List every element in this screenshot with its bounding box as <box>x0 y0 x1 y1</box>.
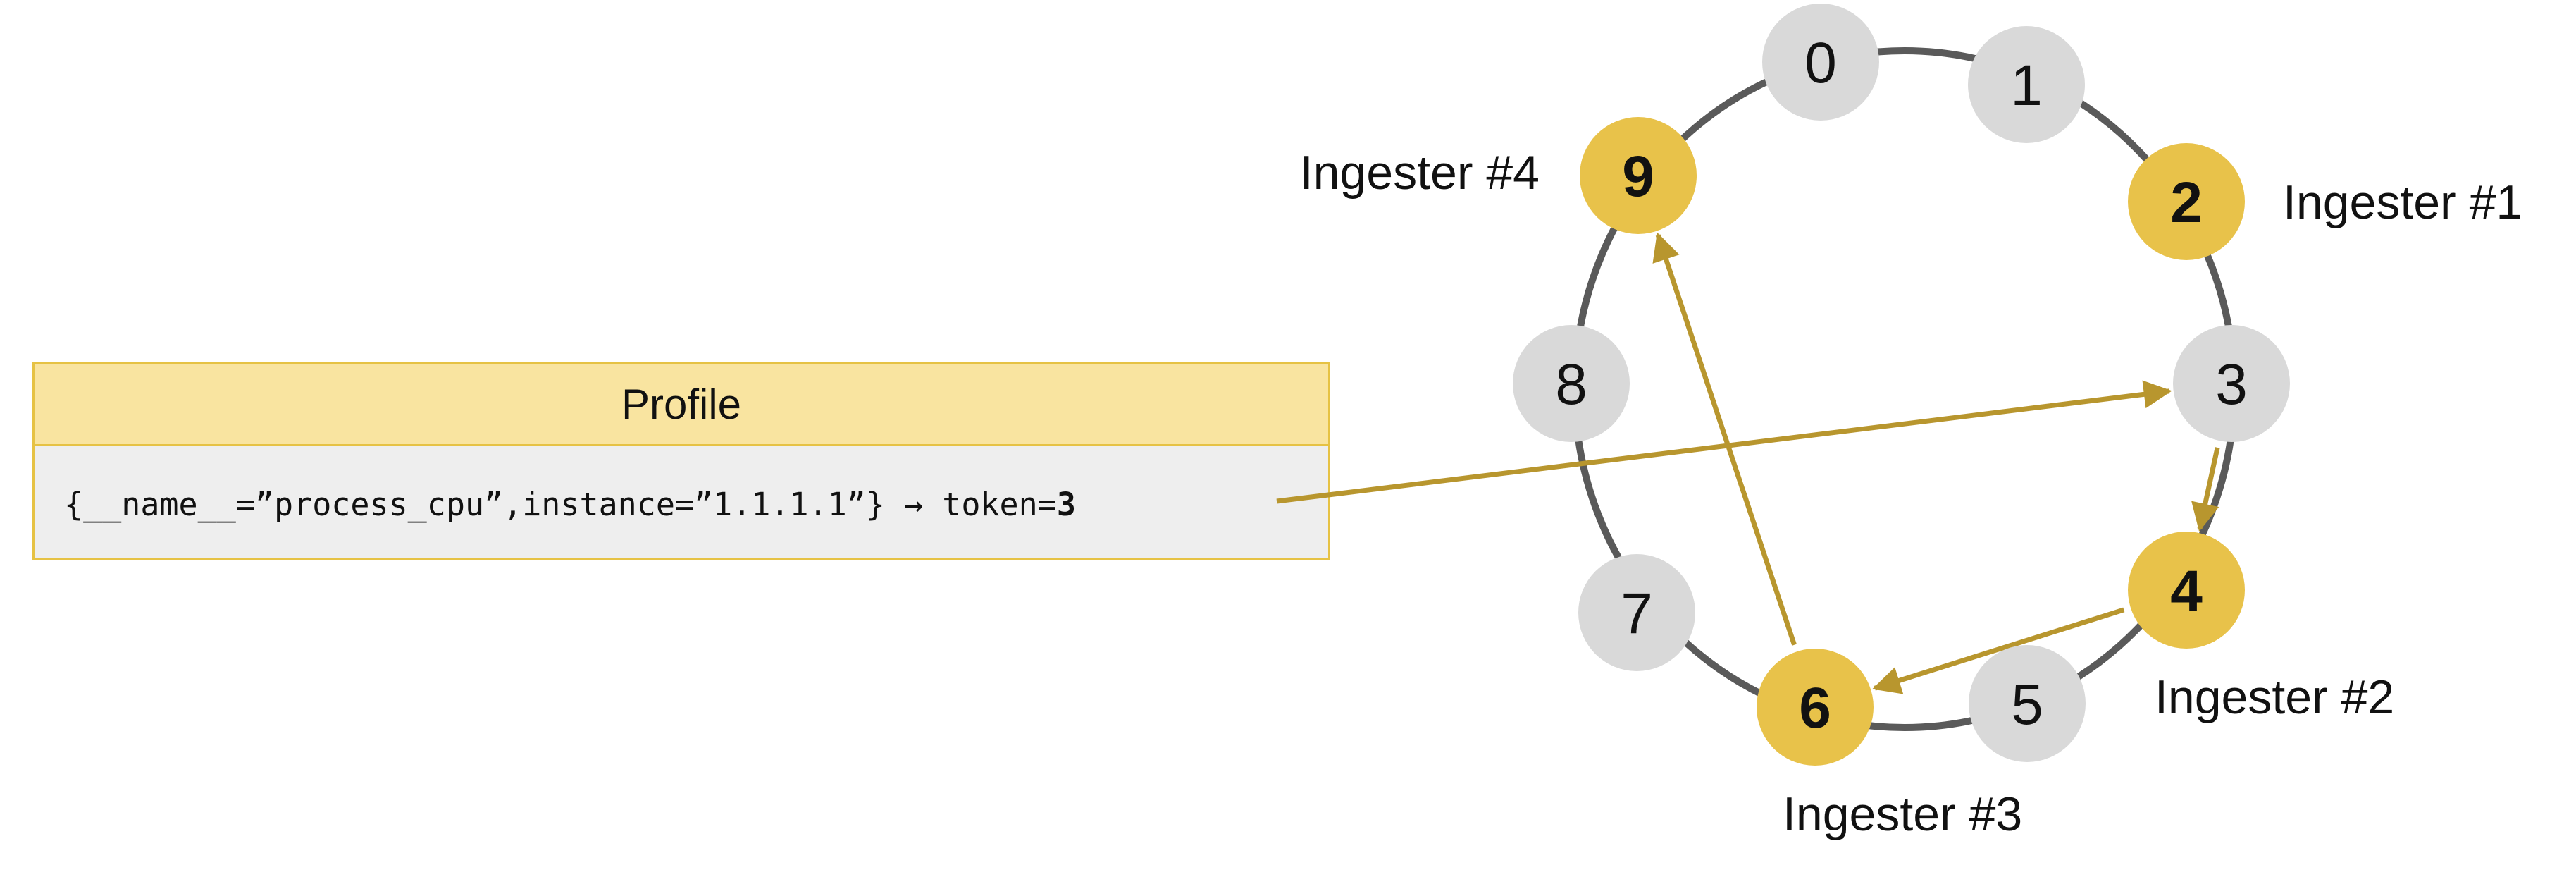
ring-node-4: 4 <box>2128 532 2245 649</box>
profile-label: {__name__=”process_cpu”,instance=”1.1.1.… <box>35 446 1328 563</box>
profile-box: Profile {__name__=”process_cpu”,instance… <box>32 362 1330 560</box>
ring-node-0: 0 <box>1762 4 1879 121</box>
ring-node-circle <box>1513 325 1630 442</box>
profile-header: Profile <box>35 364 1328 446</box>
ring-node-3: 3 <box>2173 325 2290 442</box>
ring-node-label: 5 <box>2011 673 2043 737</box>
ingester-label-2: Ingester #2 <box>2155 670 2394 724</box>
ring-node-circle <box>1580 117 1697 234</box>
ring-node-circle <box>1757 649 1874 766</box>
ring-node-circle <box>1968 26 2085 143</box>
ring-node-1: 1 <box>1968 26 2085 143</box>
arrows-layer <box>1276 232 2220 694</box>
ring-node-7: 7 <box>1578 554 1695 671</box>
ring-node-circle <box>1578 554 1695 671</box>
nodes-layer: 0 1 2 3 4 5 6 7 8 9 <box>1513 4 2290 766</box>
ingester-label-1: Ingester #1 <box>2283 176 2522 229</box>
ring-node-label: 6 <box>1799 676 1831 740</box>
ring-node-label: 0 <box>1804 31 1837 95</box>
ring-node-9: 9 <box>1580 117 1697 234</box>
ring-node-circle <box>2128 532 2245 649</box>
labels-layer: Ingester #1 Ingester #2 Ingester #3 Ingeste… <box>1300 146 2522 841</box>
ring-node-label: 4 <box>2170 559 2203 623</box>
ring-node-label: 9 <box>1622 145 1654 209</box>
ring-node-label: 3 <box>2215 352 2248 417</box>
arrow-profile-to-3 <box>1276 380 2172 504</box>
arrow-4-to-6 <box>1872 607 2125 694</box>
ring-node-label: 1 <box>2010 54 2043 118</box>
ring-node-5: 5 <box>1969 645 2086 762</box>
ring-node-label: 7 <box>1621 582 1653 646</box>
profile-token: 3 <box>1056 486 1076 523</box>
ring-node-8: 8 <box>1513 325 1630 442</box>
ring-node-label: 2 <box>2170 171 2203 235</box>
ring-node-label: 8 <box>1555 352 1587 417</box>
ingester-label-3: Ingester #3 <box>1783 787 2022 841</box>
arrow-3-to-4 <box>2191 447 2220 532</box>
ring-node-2: 2 <box>2128 143 2245 260</box>
ring-node-circle <box>2128 143 2245 260</box>
ring-node-circle <box>2173 325 2290 442</box>
arrow-6-to-9 <box>1652 232 1797 646</box>
ring-node-6: 6 <box>1757 649 1874 766</box>
ring-node-circle <box>1969 645 2086 762</box>
profile-label-text: {__name__=”process_cpu”,instance=”1.1.1.… <box>64 486 1057 523</box>
ingester-label-4: Ingester #4 <box>1300 146 1540 200</box>
ring-node-circle <box>1762 4 1879 121</box>
